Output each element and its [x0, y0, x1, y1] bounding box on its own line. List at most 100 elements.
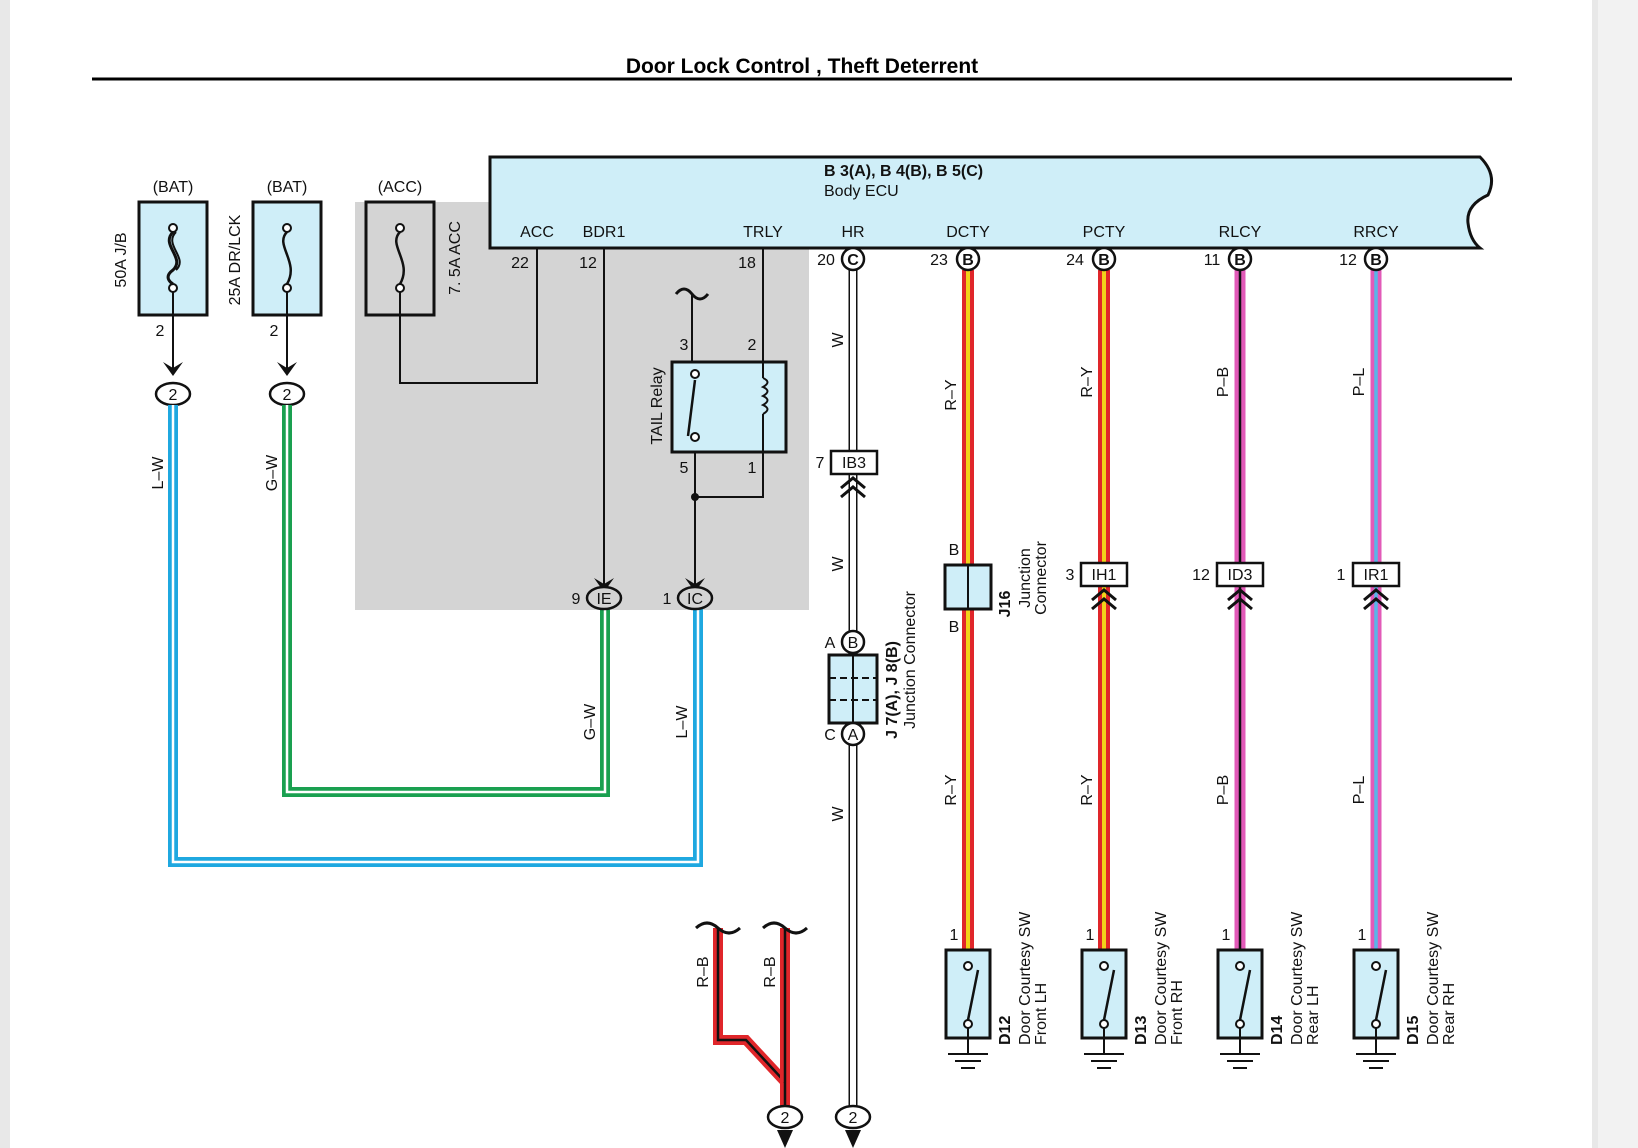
fuse2-pin: 2	[270, 323, 279, 340]
fuse2-conn-label: 2	[283, 387, 292, 404]
relay-pin-5: 5	[680, 460, 689, 477]
junction-ie	[585, 585, 623, 611]
j16-desc1: Junction	[1017, 548, 1034, 608]
connector-id3	[1215, 561, 1265, 588]
junction-j7-b	[840, 629, 866, 655]
ecu-conn-dcty	[955, 246, 981, 272]
ecu-terminal-dcty: DCTY	[946, 224, 990, 241]
ecu-desc: Body ECU	[824, 183, 899, 200]
relay-pin-2: 2	[748, 337, 757, 354]
ecu-conn-hr	[840, 246, 866, 272]
pcty-wire-label-2: R–Y	[1079, 774, 1096, 805]
d12-desc1: Door Courtesy SW	[1017, 911, 1034, 1045]
d15-desc1: Door Courtesy SW	[1425, 911, 1442, 1045]
junction-j7-a-pin: A	[825, 635, 836, 652]
scrollbar[interactable]	[1598, 0, 1638, 1148]
d14-desc2: Rear LH	[1305, 985, 1322, 1045]
pcty-wire-label-1: R–Y	[1079, 366, 1096, 397]
junction-j7-b-label: B	[848, 635, 859, 652]
wire-ic-label: L–W	[674, 705, 691, 739]
body-ecu	[488, 155, 1494, 250]
fuse1-source: (BAT)	[153, 179, 194, 196]
hr-wire-label-3: W	[830, 806, 847, 822]
dcty-wire-label-2: R–Y	[943, 774, 960, 805]
connector-ir1-label: IR1	[1364, 567, 1389, 584]
rrcy-wire-label-2: P–L	[1351, 776, 1368, 805]
ecu-name: B 3(A), B 4(B), B 5(C)	[824, 163, 983, 180]
ecu-conn-dcty-label: B	[962, 252, 974, 269]
ecu-pin-hr: 20	[817, 252, 835, 269]
ecu-conn-rlcy-label: B	[1234, 252, 1246, 269]
rrcy-wire-label-1: P–L	[1351, 368, 1368, 397]
fuse3-name: 7. 5A ACC	[447, 221, 464, 295]
page-title: Door Lock Control , Theft Deterrent	[626, 55, 978, 78]
ecu-conn-rrcy-label: B	[1370, 252, 1382, 269]
d13-desc1: Door Courtesy SW	[1153, 911, 1170, 1045]
connector-id3-label: ID3	[1228, 567, 1253, 584]
wire-l-w-label: L–W	[150, 456, 167, 490]
ecu-pin-rrcy: 12	[1339, 252, 1357, 269]
wire-r-b-label-1: R–B	[695, 956, 712, 987]
ecu-pin-pcty: 24	[1066, 252, 1084, 269]
hr-bottom-conn-label: 2	[849, 1110, 858, 1127]
connector-ir1-pin: 1	[1337, 567, 1346, 584]
junction-j7-a-label: A	[848, 727, 859, 744]
fuse1-conn-label: 2	[169, 387, 178, 404]
d12-desc2: Front LH	[1033, 983, 1050, 1045]
wire-ie-label: G–W	[582, 703, 599, 740]
d15-code: D15	[1405, 1016, 1422, 1045]
connector-ib3	[829, 449, 879, 476]
fuse1-pin: 2	[156, 323, 165, 340]
ecu-conn-pcty-label: B	[1098, 252, 1110, 269]
wire-r-b-label-2: R–B	[762, 956, 779, 987]
d13-code: D13	[1133, 1016, 1150, 1045]
ecu-terminal-trly: TRLY	[743, 224, 783, 241]
wire-g-w-label: G–W	[264, 454, 281, 491]
ecu-terminal-rlcy: RLCY	[1219, 224, 1262, 241]
hr-bottom-connector	[834, 1104, 872, 1130]
junction-ie-pin: 9	[572, 591, 581, 608]
junction-ic	[676, 585, 714, 611]
door-courtesy-sw-front-rh	[1080, 948, 1128, 1070]
d14-desc1: Door Courtesy SW	[1289, 911, 1306, 1045]
rlcy-wire-label-1: P–B	[1215, 367, 1232, 397]
j16-bottom-pin: B	[949, 619, 960, 636]
connector-ib3-pin: 7	[816, 455, 825, 472]
connector-ir1	[1351, 561, 1401, 588]
d15-desc2: Rear RH	[1441, 983, 1458, 1045]
junction-ic-pin: 1	[663, 591, 672, 608]
d12-pin: 1	[950, 927, 959, 944]
ecu-pin-rlcy: 11	[1204, 252, 1221, 269]
d15-pin: 1	[1358, 927, 1367, 944]
junction-j7-j8-name: J 7(A), J 8(B)	[884, 641, 901, 739]
tail-relay-name: TAIL Relay	[649, 367, 666, 444]
door-courtesy-sw-rear-lh	[1216, 948, 1264, 1070]
j16-name: J16	[997, 591, 1014, 618]
connector-ih1-pin: 3	[1066, 567, 1075, 584]
rlcy-wire-label-2: P–B	[1215, 775, 1232, 805]
d14-code: D14	[1269, 1016, 1286, 1045]
d13-pin: 1	[1086, 927, 1095, 944]
fuse2-name: 25A DR/LCK	[227, 214, 244, 305]
dcty-wire-label-1: R–Y	[943, 379, 960, 410]
ecu-terminal-pcty: PCTY	[1083, 224, 1126, 241]
d12-code: D12	[997, 1016, 1014, 1045]
r-b-bottom-conn-label: 2	[781, 1110, 790, 1127]
ecu-terminal-acc: ACC	[520, 224, 554, 241]
j16-desc2: Connector	[1033, 540, 1050, 614]
relay-pin-3: 3	[680, 337, 689, 354]
ecu-conn-pcty	[1091, 246, 1117, 272]
ecu-terminal-bdr1: BDR1	[583, 224, 626, 241]
fuse2-source: (BAT)	[267, 179, 308, 196]
wire-r-b	[713, 928, 790, 1108]
connector-ih1-label: IH1	[1092, 567, 1117, 584]
ecu-conn-rlcy	[1227, 246, 1253, 272]
d13-desc2: Front RH	[1169, 980, 1186, 1045]
door-courtesy-sw-front-lh	[944, 948, 992, 1070]
relay-pin-1: 1	[748, 460, 757, 477]
connector-ib3-label: IB3	[842, 455, 866, 472]
junction-j7-j8-desc: Junction Connector	[902, 590, 919, 729]
connector-ih1	[1079, 561, 1129, 588]
junction-j7-c-pin: C	[824, 727, 836, 744]
